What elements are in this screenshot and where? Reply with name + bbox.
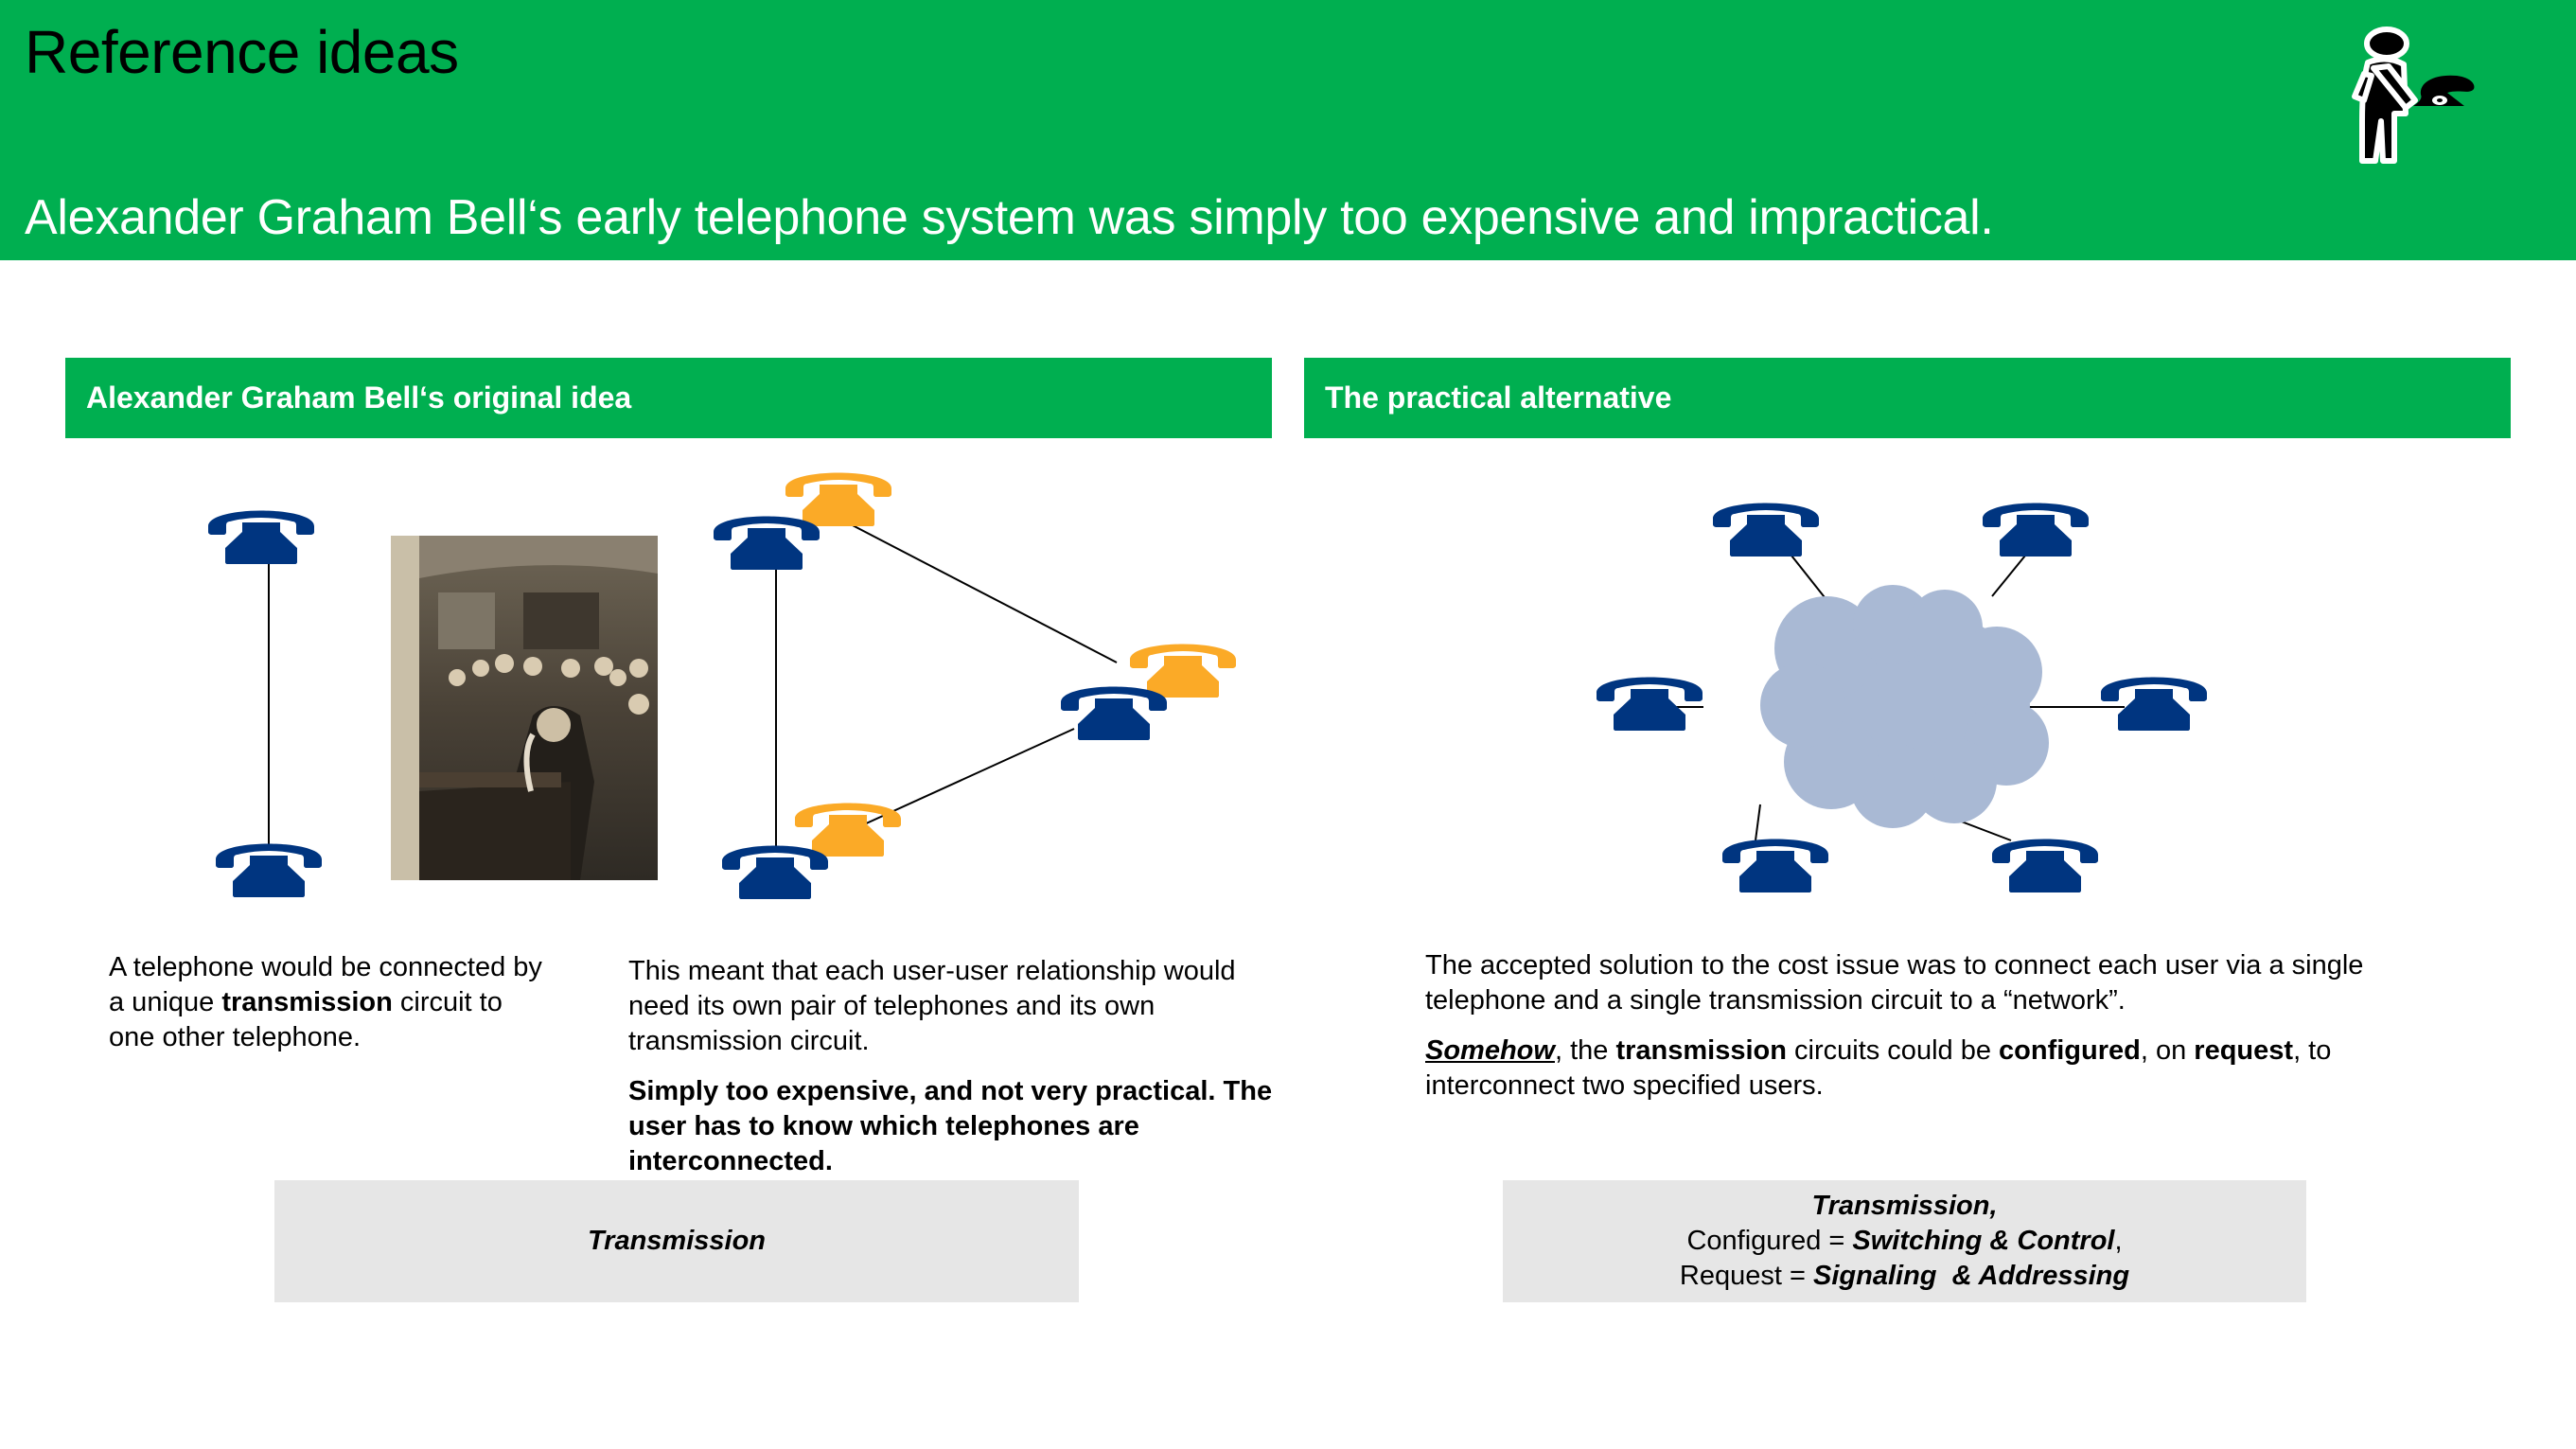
pairs-conclusion: Simply too expensive, and not very pract… — [628, 1076, 1273, 1176]
historic-photo-image — [391, 536, 658, 880]
network-line — [1991, 555, 2026, 597]
summary-configured: Configured = Switching & Control, — [1686, 1226, 2123, 1256]
person-with-telephone-icon — [2352, 27, 2475, 164]
cloud-network-icon — [1760, 585, 2049, 828]
telephone-icon — [1713, 826, 1838, 892]
telephone-icon — [1983, 826, 2108, 892]
telephone-icon — [718, 833, 832, 899]
page-subtitle: Alexander Graham Bell‘s early telephone … — [25, 190, 1994, 245]
right-panel-heading: The practical alternative — [1304, 358, 2511, 438]
summary-box-left: Transmission — [274, 1180, 1079, 1302]
telephone-icon — [1703, 490, 1828, 557]
telephone-icon — [1057, 674, 1171, 740]
telephone-icon — [2091, 664, 2216, 731]
caption-single-circuit: A telephone would be connected by a uniq… — [109, 952, 542, 1052]
network-somehow: Somehow, the transmission circuits could… — [1425, 1035, 2332, 1101]
pairs-explanation: This meant that each user-user relations… — [628, 956, 1236, 1056]
summary-box-right: Transmission, Configured = Switching & C… — [1503, 1180, 2306, 1302]
page-title: Reference ideas — [25, 18, 459, 86]
telephone-icon — [204, 498, 318, 564]
telephone-icon — [212, 831, 326, 897]
summary-request: Request = Signaling & Addressing — [1679, 1261, 2130, 1291]
circuit-line — [846, 521, 1118, 663]
telephone-icon — [1587, 664, 1712, 731]
network-line — [1755, 804, 1761, 841]
telephone-icon — [710, 504, 823, 570]
network-explanation: The accepted solution to the cost issue … — [1425, 950, 2364, 1016]
caption-pairs: This meant that each user-user relations… — [628, 954, 1281, 1179]
header-bar: Reference ideas Alexander Graham Bell‘s … — [0, 0, 2576, 260]
telephone-icon — [1973, 490, 2098, 557]
bell-photo — [391, 536, 658, 880]
caption-network: The accepted solution to the cost issue … — [1425, 948, 2457, 1104]
left-panel-heading: Alexander Graham Bell‘s original idea — [65, 358, 1272, 438]
